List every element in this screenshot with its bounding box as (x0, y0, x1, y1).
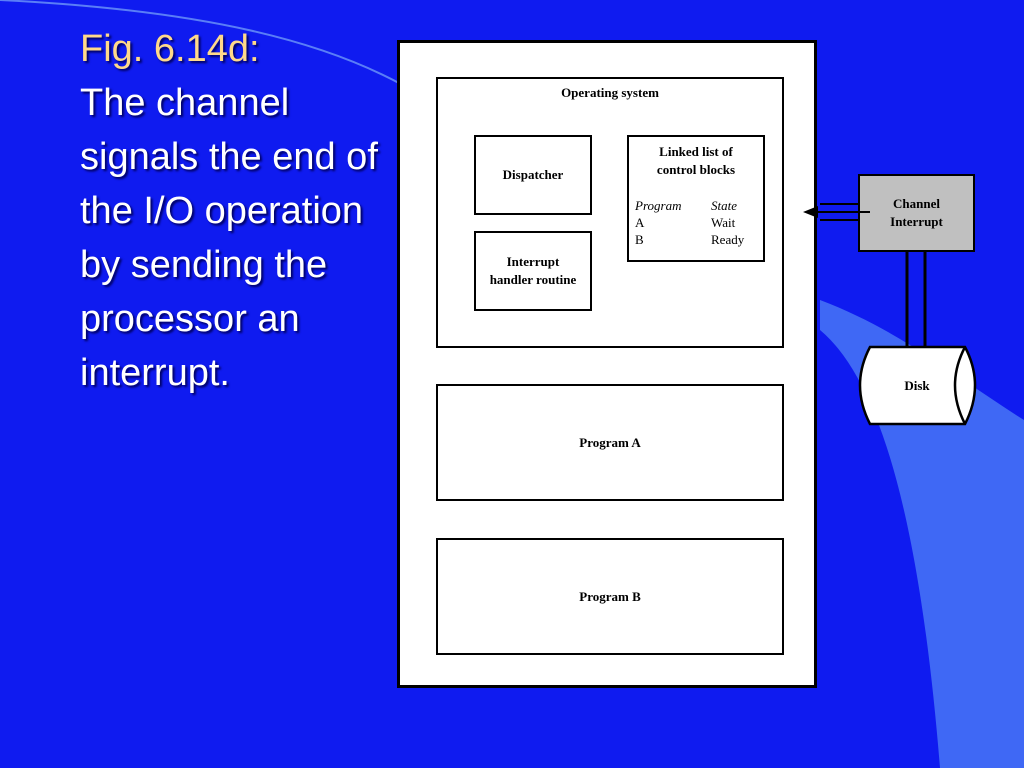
channel-label-line1: Channel (893, 196, 940, 211)
program-a-label: Program A (579, 434, 641, 450)
row-program: A (635, 215, 645, 230)
linked-list-box: Linked list of control blocks Program St… (627, 135, 765, 262)
row-program: B (635, 232, 644, 247)
figure-number: Fig. 6.14d: (80, 28, 260, 70)
row-state: Ready (711, 232, 745, 247)
slide-caption: Fig. 6.14d: The channel signals the end … (80, 22, 380, 400)
disk-label: Disk (904, 378, 930, 393)
row-state: Wait (711, 215, 736, 230)
dispatcher-box: Dispatcher (474, 135, 592, 215)
table-header-row: Program State (635, 197, 744, 214)
table-row: B Ready (635, 231, 744, 248)
channel-interrupt-box: Channel Interrupt (858, 174, 975, 252)
program-a-box: Program A (436, 384, 784, 501)
handler-label-line2: handler routine (489, 272, 577, 287)
linked-list-title-line2: control blocks (656, 162, 736, 177)
caption-text: The channel signals the end of the I/O o… (80, 82, 378, 394)
channel-label-line2: Interrupt (890, 214, 943, 229)
program-b-box: Program B (436, 538, 784, 655)
table-row: A Wait (635, 214, 744, 231)
program-b-label: Program B (579, 588, 641, 604)
linked-list-title-line1: Linked list of (659, 144, 733, 159)
operating-system-label: Operating system (561, 85, 659, 100)
control-block-table: Program State A Wait B Ready (635, 197, 744, 248)
dispatcher-label: Dispatcher (502, 167, 564, 182)
interrupt-handler-box: Interrupt handler routine (474, 231, 592, 311)
header-program: Program (635, 198, 682, 213)
handler-label-line1: Interrupt (506, 254, 560, 269)
header-state: State (711, 198, 737, 213)
